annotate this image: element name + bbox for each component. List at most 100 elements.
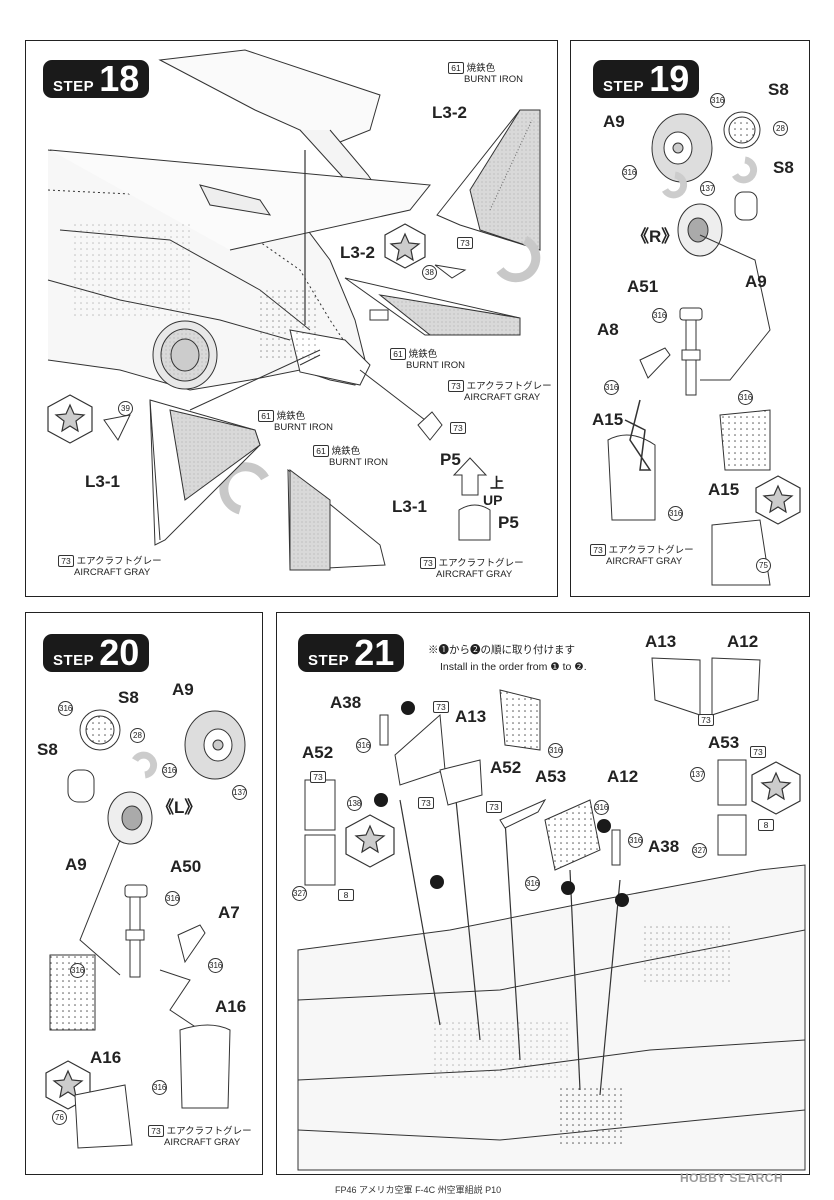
step18-l3-1-right	[287, 468, 386, 571]
color-callout-73: 73 エアクラフトグレー AIRCRAFT GRAY	[148, 1125, 252, 1148]
step-label: STEP	[53, 78, 95, 95]
part-label-a51: A51	[627, 277, 659, 296]
ref-39: 39	[118, 398, 133, 416]
ref-38: 38	[422, 262, 437, 280]
part-label-l3-2: L3-2	[432, 103, 467, 122]
step20-wheels	[67, 709, 246, 845]
ref-8: 8	[758, 815, 774, 833]
ref-316: 316	[628, 830, 643, 848]
step19-badge: STEP 19	[593, 60, 700, 98]
color-callout-73: 73 エアクラフトグレー AIRCRAFT GRAY	[590, 544, 694, 567]
step19-doors	[607, 399, 771, 586]
page-footer: FP46 アメリカ空軍 F-4C 州空軍組説 P10	[335, 1185, 502, 1195]
part-label-s8: S8	[37, 740, 58, 759]
step21-parts	[304, 657, 761, 886]
part-label-a9: A9	[745, 272, 767, 291]
step18-l3-2-upper	[436, 109, 541, 251]
ref-316: 316	[604, 377, 619, 395]
up-en: UP	[483, 492, 503, 508]
side-label-l: 《L》	[157, 798, 202, 817]
part-label-a52: A52	[490, 758, 522, 777]
step-number: 21	[354, 632, 395, 673]
ref-73: 73	[457, 233, 473, 251]
decal-icons	[45, 223, 801, 1110]
part-label-a15: A15	[592, 410, 624, 429]
ref-28: 28	[130, 725, 145, 743]
step-label: STEP	[53, 652, 95, 669]
ref-316: 316	[668, 503, 683, 521]
ref-76: 76	[52, 1107, 67, 1125]
ref-316: 316	[594, 797, 609, 815]
part-label-s8: S8	[118, 688, 139, 707]
ref-316: 316	[652, 305, 667, 323]
step18-l3-1-left	[103, 399, 261, 546]
color-callout-73: 73 エアクラフトグレー AIRCRAFT GRAY	[448, 380, 552, 403]
ref-316: 316	[548, 740, 563, 758]
ref-316: 316	[622, 162, 637, 180]
part-label-a16: A16	[215, 997, 247, 1016]
part-label-a9: A9	[603, 112, 625, 131]
ref-316: 316	[162, 760, 177, 778]
part-label-a8: A8	[597, 320, 619, 339]
ref-316: 316	[738, 387, 753, 405]
color-callout-61: 61 焼鉄色 BURNT IRON	[448, 62, 523, 85]
watermark: HOBBY SEARCH	[680, 1171, 784, 1185]
ref-137: 137	[700, 178, 715, 196]
color-callout-61: 61 焼鉄色 BURNT IRON	[390, 348, 465, 371]
ref-138: 138	[347, 793, 362, 811]
ref-8: 8	[338, 885, 354, 903]
part-label-s8: S8	[773, 158, 794, 177]
part-label-a53: A53	[535, 767, 567, 786]
part-label-a50: A50	[170, 857, 202, 876]
part-label-a7: A7	[218, 903, 240, 922]
ref-316: 316	[58, 698, 73, 716]
ref-327: 327	[292, 883, 307, 901]
ref-28: 28	[773, 118, 788, 136]
ref-73: 73	[750, 742, 766, 760]
part-label-a9: A9	[65, 855, 87, 874]
step19-strut	[639, 234, 771, 396]
ref-316: 316	[152, 1077, 167, 1095]
step-label: STEP	[603, 78, 645, 95]
step-number: 18	[99, 58, 140, 99]
up-jp: 上	[490, 475, 504, 491]
ref-316: 316	[208, 955, 223, 973]
step21-fuselage	[297, 789, 806, 1171]
step20-badge: STEP 20	[43, 632, 150, 673]
color-callout-61: 61 焼鉄色 BURNT IRON	[258, 410, 333, 433]
part-label-l3-1: L3-1	[85, 472, 120, 491]
color-callout-73: 73 エアクラフトグレー AIRCRAFT GRAY	[420, 557, 524, 580]
part-label-a15: A15	[708, 480, 740, 499]
ref-316: 316	[165, 888, 180, 906]
color-callout-73: 73 エアクラフトグレー AIRCRAFT GRAY	[58, 555, 162, 578]
step20-strut	[79, 839, 206, 1031]
part-label-p5: P5	[440, 450, 461, 469]
part-label-a16: A16	[90, 1048, 122, 1067]
part-label-a12: A12	[727, 632, 759, 651]
step-label: STEP	[308, 652, 350, 669]
step18-badge: STEP 18	[43, 58, 150, 99]
ref-316: 316	[525, 873, 540, 891]
step18-l3-2-lower	[344, 264, 521, 336]
part-label-a13: A13	[645, 632, 677, 651]
ref-327: 327	[692, 840, 707, 858]
step20-doors	[49, 954, 231, 1149]
part-label-l3-1: L3-1	[392, 497, 427, 516]
part-label-a38: A38	[330, 693, 362, 712]
ref-316: 316	[70, 960, 85, 978]
side-label-r: 《R》	[632, 227, 679, 246]
part-label-a38: A38	[648, 837, 680, 856]
part-label-s8: S8	[768, 80, 789, 99]
ref-73: 73	[418, 793, 434, 811]
part-label-l3-2: L3-2	[340, 243, 375, 262]
step-number: 20	[99, 632, 140, 673]
ref-73: 73	[486, 797, 502, 815]
part-label-a13: A13	[455, 707, 487, 726]
ref-73: 73	[450, 418, 466, 436]
step21-order-markers	[374, 701, 629, 907]
ref-75: 75	[756, 555, 771, 573]
part-label-p5: P5	[498, 513, 519, 532]
ref-137: 137	[690, 764, 705, 782]
ref-73: 73	[433, 697, 449, 715]
